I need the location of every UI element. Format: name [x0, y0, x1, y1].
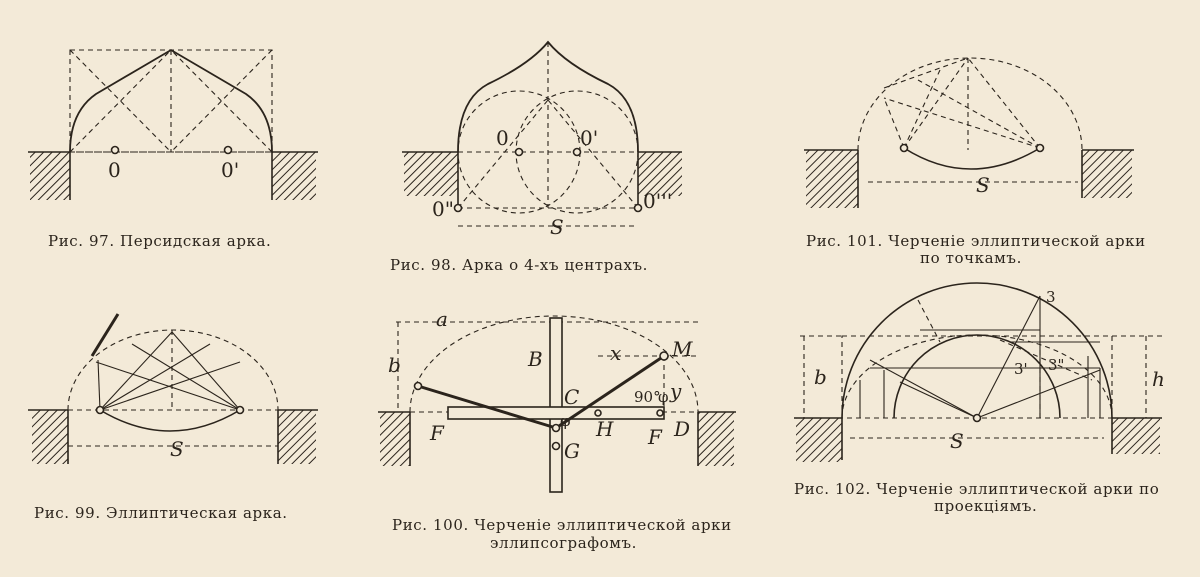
fig100-caption-line1: Рис. 100. Черченіе эллиптической арки [392, 516, 732, 534]
fig100-caption-line2: эллипсографомъ. [490, 534, 638, 552]
fig100-vertical-rod [549, 317, 563, 493]
fig98-diagram [402, 40, 682, 227]
fig99-ground-left [32, 410, 68, 464]
fig101-lower-curve [903, 147, 1041, 170]
fig100-label-F-left: F [429, 421, 445, 445]
fig100-ground-right [698, 412, 734, 466]
fig100-label-angle: 90° [634, 388, 661, 406]
fig98-ground-right [638, 152, 682, 196]
fig100-label-a: a [436, 307, 448, 331]
fig99-lower-curve [99, 409, 241, 432]
fig97-caption: Рис. 97. Персидская арка. [48, 232, 272, 250]
fig102-label-h: h [1152, 367, 1165, 391]
fig100-label-x: x [610, 341, 621, 365]
fig97-label-o-left: 0 [108, 158, 121, 182]
fig98-label-o2: 0" [432, 197, 454, 221]
fig102-label-3b: 3" [1048, 356, 1064, 374]
fig99-ground-right [278, 410, 316, 464]
fig101-caption-line2: по точкамъ. [920, 249, 1022, 267]
fig100-ground-left [380, 412, 410, 466]
fig97-label-o-right: 0' [221, 158, 239, 182]
fig100-label-H: H [595, 417, 614, 441]
fig97-ground-left [30, 152, 70, 200]
fig99-caption: Рис. 99. Эллиптическая арка. [34, 504, 288, 522]
fig97-arch-curve [69, 48, 273, 153]
fig100-label-y: y [669, 379, 682, 403]
fig97-diagram [28, 48, 318, 200]
fig102-label-span: S [950, 429, 964, 453]
fig102-inner-semicircle [893, 334, 1061, 419]
fig100-label-b: b [388, 353, 401, 377]
fig101-diagram [804, 57, 1134, 208]
fig102-caption-line1: Рис. 102. Черченіе эллиптической арки по [794, 480, 1160, 498]
fig100-label-phi2: φ [560, 412, 571, 430]
fig98-caption: Рис. 98. Арка о 4-хъ центрахъ. [390, 256, 649, 274]
fig98-ground-left [404, 152, 458, 196]
fig99-label-span: S [170, 437, 184, 461]
fig102-label-3a: 3' [1014, 360, 1028, 378]
fig102-ground-right [1112, 418, 1160, 454]
fig100-label-M: M [671, 337, 693, 361]
fig100-label-phi: φ [658, 388, 669, 406]
fig99-diagram [28, 313, 318, 464]
fig100-label-D: D [673, 417, 690, 441]
fig101-label-span: S [976, 173, 990, 197]
fig98-label-o: 0 [496, 126, 509, 150]
fig100-label-F-right: F [647, 425, 663, 449]
fig101-ground-right [1082, 150, 1132, 198]
fig102-outer-semicircle [841, 282, 1113, 419]
fig102-ground-left [796, 418, 842, 462]
fig102-label-3: 3 [1046, 288, 1056, 306]
fig100-label-B: B [527, 347, 543, 371]
fig102-label-b: b [814, 365, 827, 389]
fig98-label-o3: 0''' [643, 189, 672, 213]
fig100-horizontal-rod [447, 406, 665, 420]
fig101-ground-left [806, 150, 858, 208]
fig101-caption-line1: Рис. 101. Черченіе эллиптической арки [806, 232, 1146, 250]
fig100-label-C: C [564, 385, 579, 409]
fig102-diagram [794, 282, 1162, 462]
fig100-diagram [378, 315, 736, 493]
fig98-label-span: S [550, 215, 564, 239]
fig100-label-G: G [564, 439, 580, 463]
fig98-label-o1: 0' [580, 126, 598, 150]
fig97-ground-right [272, 152, 316, 200]
fig98-arch-curve [457, 40, 639, 153]
fig102-caption-line2: проекціямъ. [934, 497, 1038, 515]
